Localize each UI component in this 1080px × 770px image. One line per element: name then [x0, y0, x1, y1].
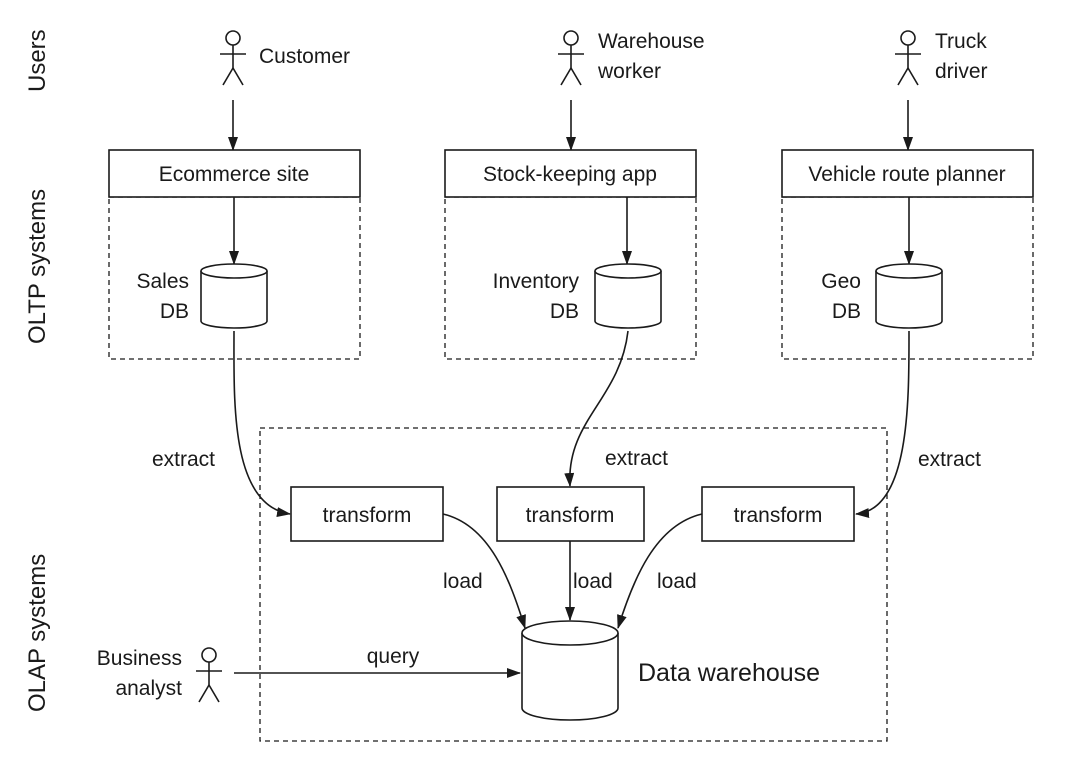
- load-label-inventory: load: [573, 570, 613, 593]
- transform-box-geo: [701, 486, 855, 542]
- database-icon-geo: [875, 263, 943, 329]
- extract-label-inventory: extract: [605, 447, 668, 470]
- db-label-sales-line1: Sales: [136, 270, 189, 293]
- transform-label-inventory: transform: [526, 504, 615, 527]
- db-label-inventory-line1: Inventory: [493, 270, 580, 293]
- extract-label-sales: extract: [152, 448, 215, 471]
- app-label-stock-keeping: Stock-keeping app: [483, 163, 657, 186]
- load-label-sales: load: [443, 570, 483, 593]
- user-label-warehouse-worker-line2: worker: [597, 60, 661, 83]
- extract-arrow-inventory: [564, 330, 629, 487]
- transform-label-geo: transform: [734, 504, 823, 527]
- user-label-customer: Customer: [259, 45, 350, 68]
- extract-arrow-sales: [233, 330, 291, 517]
- olap-group: [259, 427, 888, 742]
- db-label-geo-line1: Geo: [821, 270, 861, 293]
- data-warehouse-label: Data warehouse: [638, 659, 820, 687]
- extract-arrow-geo: [855, 330, 910, 518]
- db-label-inventory-line2: DB: [550, 300, 579, 323]
- transform-label-sales: transform: [323, 504, 412, 527]
- analyst-label-line2: analyst: [115, 677, 182, 700]
- user-label-truck-driver-line2: driver: [935, 60, 988, 83]
- app-label-ecommerce: Ecommerce site: [159, 163, 310, 186]
- load-arrow-sales: [442, 513, 526, 629]
- user-label-warehouse-worker-line1: Warehouse: [598, 30, 705, 53]
- person-icon-business-analyst: [196, 647, 222, 703]
- app-box-stock-keeping: [444, 149, 697, 198]
- extract-label-geo: extract: [918, 448, 981, 471]
- app-label-route-planner: Vehicle route planner: [808, 163, 1005, 186]
- transform-box-sales: [290, 486, 444, 542]
- layer-label-oltp: OLTP systems: [24, 189, 51, 344]
- query-label: query: [367, 645, 420, 668]
- person-icon-truck-driver: [895, 30, 921, 86]
- database-icon-data-warehouse: [521, 620, 619, 721]
- person-icon-customer: [220, 30, 246, 86]
- load-arrow-geo: [617, 513, 703, 629]
- person-icon-warehouse-worker: [558, 30, 584, 86]
- analyst-label-line1: Business: [97, 647, 182, 670]
- database-icon-inventory: [594, 263, 662, 329]
- database-icon-sales: [200, 263, 268, 329]
- layer-label-olap: OLAP systems: [24, 554, 51, 712]
- layer-label-users: Users: [24, 29, 51, 92]
- app-box-route-planner: [781, 149, 1034, 198]
- db-label-geo-line2: DB: [832, 300, 861, 323]
- load-label-geo: load: [657, 570, 697, 593]
- app-box-ecommerce: [108, 149, 361, 198]
- user-label-truck-driver-line1: Truck: [935, 30, 987, 53]
- db-label-sales-line2: DB: [160, 300, 189, 323]
